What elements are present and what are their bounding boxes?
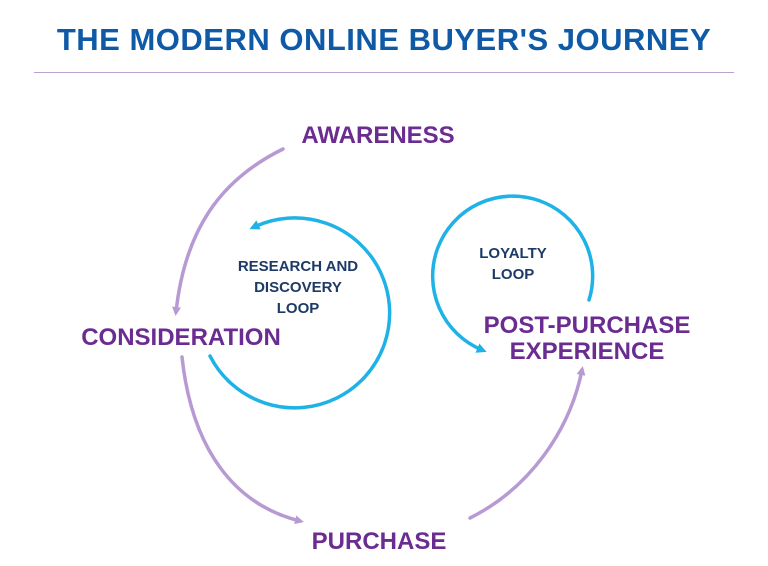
page-title: THE MODERN ONLINE BUYER'S JOURNEY: [56, 22, 712, 57]
title-divider: [34, 72, 734, 73]
stage-consideration: CONSIDERATION: [81, 324, 281, 351]
research-loop-label-line3: LOOP: [277, 300, 320, 317]
research-loop-label-line2: DISCOVERY: [254, 279, 342, 296]
stage-awareness: AWARENESS: [301, 122, 454, 149]
stage-purchase: PURCHASE: [312, 528, 447, 555]
arrow-purchase-to-post-purchase: [468, 366, 586, 520]
research-discovery-loop-arrow: [208, 216, 392, 410]
loyalty-loop-label-line1: LOYALTY: [479, 245, 547, 262]
arrow-consideration-to-purchase: [180, 355, 304, 525]
research-loop-label-line1: RESEARCH AND: [238, 258, 358, 275]
loyalty-loop-arrow: [430, 194, 595, 353]
stage-post-purchase-line1: POST-PURCHASE: [484, 312, 691, 339]
loyalty-loop-label-line2: LOOP: [492, 266, 535, 283]
stage-post-purchase-line2: EXPERIENCE: [510, 338, 665, 365]
arrow-awareness-to-consideration: [172, 147, 285, 316]
